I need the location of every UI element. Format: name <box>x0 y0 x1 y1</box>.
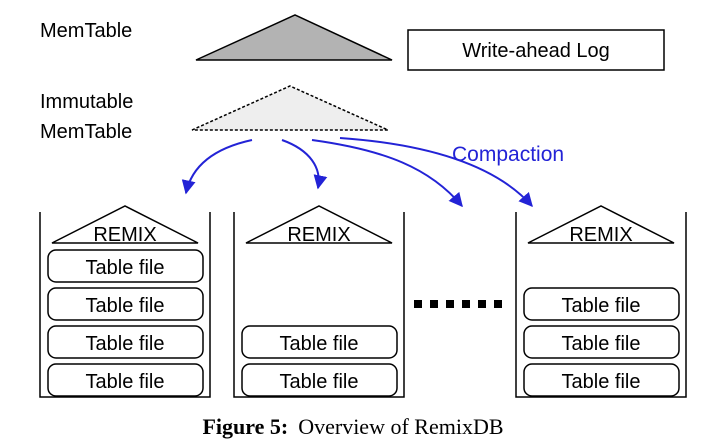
table-file-label: Table file <box>86 257 165 279</box>
table-file-label: Table file <box>562 295 641 317</box>
remix-label: REMIX <box>569 224 632 246</box>
immutable-label-line2: MemTable <box>40 121 132 143</box>
table-file-label: Table file <box>280 333 359 355</box>
remix-triangle <box>51 205 199 244</box>
table-file <box>523 325 680 359</box>
caption-text: Overview of RemixDB <box>298 414 503 439</box>
remix-partition-3: REMIX Table file Table file Table file <box>515 205 687 398</box>
table-file <box>241 325 398 359</box>
table-file-label: Table file <box>280 371 359 393</box>
remix-partition-1: REMIX Table file Table file Table file T… <box>39 205 211 398</box>
table-file <box>47 363 204 397</box>
table-file-label: Table file <box>562 333 641 355</box>
table-file <box>47 249 204 283</box>
caption-number: Figure 5: <box>202 414 288 439</box>
immutable-memtable-triangle <box>191 85 389 131</box>
table-file <box>241 363 398 397</box>
table-file <box>47 287 204 321</box>
remix-triangle <box>245 205 393 244</box>
table-file-label: Table file <box>86 295 165 317</box>
table-file <box>47 325 204 359</box>
compaction-arrow-1 <box>181 139 253 195</box>
table-file-label: Table file <box>562 371 641 393</box>
memtable-label: MemTable <box>40 20 132 42</box>
figure-caption: Figure 5: Overview of RemixDB <box>202 414 503 439</box>
compaction-label: Compaction <box>452 143 564 166</box>
compaction-arrow-3 <box>311 139 463 208</box>
table-file-label: Table file <box>86 371 165 393</box>
remix-label: REMIX <box>287 224 350 246</box>
table-file-label: Table file <box>86 333 165 355</box>
remix-partition-2: REMIX Table file Table file <box>233 205 405 398</box>
compaction-arrow-4 <box>339 137 533 208</box>
remix-label: REMIX <box>93 224 156 246</box>
immutable-label-line1: Immutable <box>40 91 133 113</box>
wal-box <box>407 29 665 71</box>
remix-triangle <box>527 205 675 244</box>
wal-label: Write-ahead Log <box>462 40 610 62</box>
table-file <box>523 287 680 321</box>
memtable-triangle <box>195 14 393 61</box>
compaction-arrow-2 <box>281 139 328 190</box>
table-file <box>523 363 680 397</box>
ellipsis-dots <box>414 300 502 308</box>
